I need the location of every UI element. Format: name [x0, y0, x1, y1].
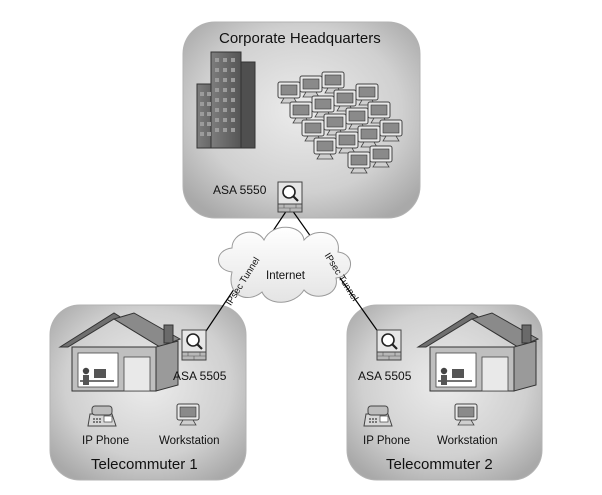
- firewall-icon: [276, 180, 304, 214]
- telecommuter1-title: Telecommuter 1: [91, 456, 198, 473]
- headquarters-title: Corporate Headquarters: [219, 30, 381, 47]
- internet-label: Internet: [266, 270, 305, 282]
- telecommuter2-firewall-label: ASA 5505: [358, 369, 412, 383]
- telecommuter1-phone-label: IP Phone: [82, 435, 130, 447]
- hq-firewall-label: ASA 5550: [213, 183, 267, 197]
- firewall-icon: [375, 328, 403, 362]
- ip-phone-icon: [363, 405, 393, 427]
- telecommuter1-firewall-label: ASA 5505: [173, 369, 227, 383]
- telecommuter2-phone-label: IP Phone: [363, 435, 411, 447]
- firewall-icon: [180, 328, 208, 362]
- ip-phone-icon: [87, 405, 117, 427]
- telecommuter1-workstation-label: Workstation: [159, 435, 220, 447]
- telecommuter2-workstation-label: Workstation: [437, 435, 498, 447]
- office-building-icon: [196, 51, 256, 149]
- cloud-icon: [218, 226, 351, 303]
- telecommuter2-title: Telecommuter 2: [386, 456, 493, 473]
